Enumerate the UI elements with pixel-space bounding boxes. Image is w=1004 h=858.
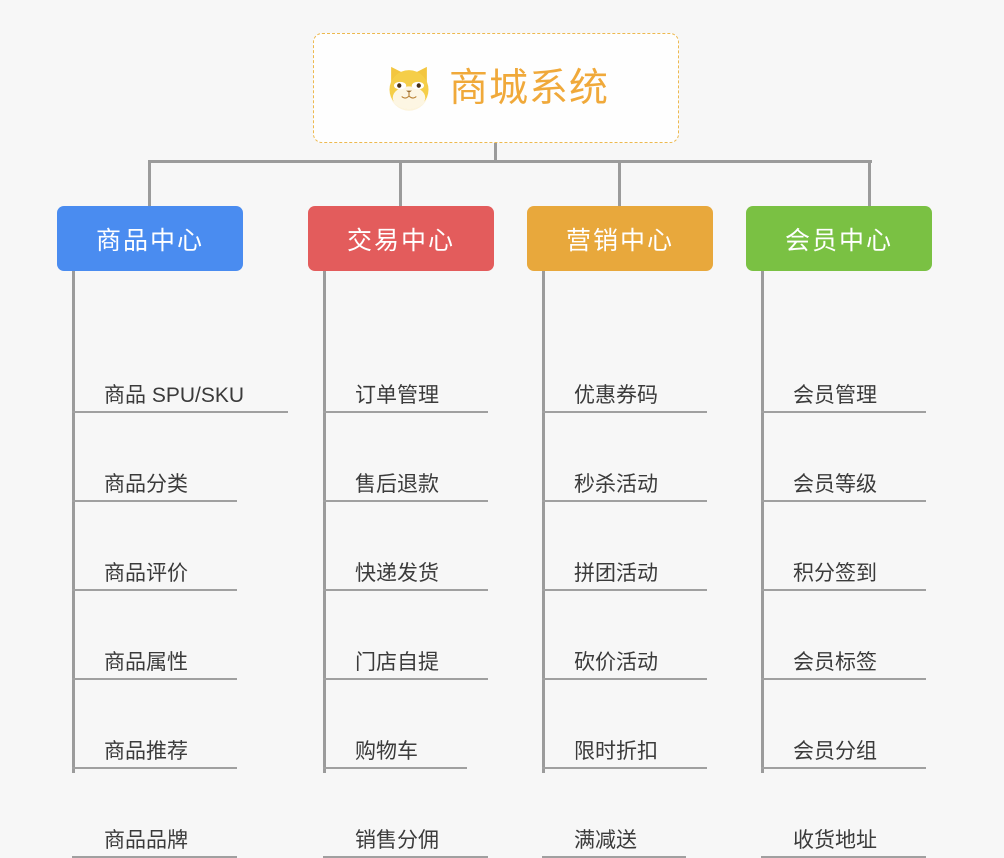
leaf-item[interactable]: 订单管理 <box>323 385 488 413</box>
leaf-label: 门店自提 <box>355 651 439 674</box>
leaf-item[interactable]: 积分签到 <box>761 563 926 591</box>
leaf-item[interactable]: 会员等级 <box>761 474 926 502</box>
branch-header-label: 商品中心 <box>95 226 204 255</box>
leaf-item[interactable]: 商品评价 <box>72 563 237 591</box>
mindmap-canvas: 商城系统 商品中心 商品 SPU/SKU 商品分类 商品评价 商品属性 商 <box>57 33 932 858</box>
leaf-label: 满减送 <box>574 829 637 852</box>
leaf-label: 商品属性 <box>104 651 188 674</box>
connector-drop-2 <box>399 160 402 206</box>
leaf-label: 购物车 <box>355 740 418 763</box>
leaf-item[interactable]: 商品推荐 <box>72 741 237 769</box>
leaf-group-member-center: 会员管理 会员等级 积分签到 会员标签 会员分组 收货地址 <box>746 271 932 858</box>
branch-trunk <box>761 271 764 773</box>
leaf-label: 会员分组 <box>793 740 877 763</box>
leaf-item[interactable]: 收货地址 <box>761 830 926 858</box>
leaf-item[interactable]: 拼团活动 <box>542 563 707 591</box>
leaf-item[interactable]: 商品 SPU/SKU <box>72 385 288 413</box>
leaf-item[interactable]: 会员标签 <box>761 652 926 680</box>
leaf-group-product-center: 商品 SPU/SKU 商品分类 商品评价 商品属性 商品推荐 商品品牌 <box>57 271 288 858</box>
root-node[interactable]: 商城系统 <box>313 33 679 143</box>
leaf-label: 会员管理 <box>793 384 877 407</box>
leaf-group-marketing-center: 优惠券码 秒杀活动 拼团活动 砍价活动 限时折扣 满减送 <box>527 271 713 858</box>
branch-header-member-center[interactable]: 会员中心 <box>746 206 932 271</box>
root-title: 商城系统 <box>448 66 609 110</box>
leaf-item[interactable]: 商品属性 <box>72 652 237 680</box>
leaf-item[interactable]: 优惠券码 <box>542 385 707 413</box>
connector-drop-1 <box>148 160 151 206</box>
leaf-label: 商品 SPU/SKU <box>104 384 245 407</box>
branch-column-marketing-center: 营销中心 优惠券码 秒杀活动 拼团活动 砍价活动 限时折扣 满减送 <box>527 206 713 858</box>
leaf-label: 优惠券码 <box>574 384 658 407</box>
leaf-item[interactable]: 秒杀活动 <box>542 474 707 502</box>
leaf-item[interactable]: 会员管理 <box>761 385 926 413</box>
leaf-label: 积分签到 <box>793 562 877 585</box>
shiba-dog-icon <box>389 66 429 111</box>
branch-header-product-center[interactable]: 商品中心 <box>57 206 243 271</box>
branch-header-trade-center[interactable]: 交易中心 <box>308 206 494 271</box>
leaf-label: 会员等级 <box>793 473 877 496</box>
branch-column-product-center: 商品中心 商品 SPU/SKU 商品分类 商品评价 商品属性 商品推荐 商品品牌 <box>57 206 288 858</box>
leaf-label: 商品分类 <box>104 473 188 496</box>
branch-trunk <box>72 271 75 773</box>
leaf-label: 订单管理 <box>355 384 439 407</box>
leaf-item[interactable]: 砍价活动 <box>542 652 707 680</box>
branch-trunk <box>542 271 545 773</box>
leaf-item[interactable]: 限时折扣 <box>542 741 707 769</box>
leaf-label: 商品品牌 <box>104 829 188 852</box>
leaf-label: 收货地址 <box>793 829 877 852</box>
leaf-label: 拼团活动 <box>574 562 658 585</box>
leaf-label: 会员标签 <box>793 651 877 674</box>
leaf-item[interactable]: 销售分佣 <box>323 830 488 858</box>
leaf-label: 销售分佣 <box>355 829 439 852</box>
branch-header-label: 会员中心 <box>784 226 893 255</box>
leaf-label: 限时折扣 <box>574 740 658 763</box>
connector-root-stem <box>494 143 497 162</box>
connector-horizontal-bus <box>148 160 872 163</box>
leaf-label: 售后退款 <box>355 473 439 496</box>
leaf-label: 商品评价 <box>104 562 188 585</box>
leaf-item[interactable]: 会员分组 <box>761 741 926 769</box>
branch-header-label: 交易中心 <box>346 226 455 255</box>
connector-drop-4 <box>868 160 871 206</box>
branch-column-member-center: 会员中心 会员管理 会员等级 积分签到 会员标签 会员分组 收货地址 <box>746 206 932 858</box>
leaf-item[interactable]: 商品品牌 <box>72 830 237 858</box>
leaf-label: 商品推荐 <box>104 740 188 763</box>
branch-column-trade-center: 交易中心 订单管理 售后退款 快递发货 门店自提 购物车 销售分佣 <box>308 206 494 858</box>
leaf-item[interactable]: 门店自提 <box>323 652 488 680</box>
leaf-group-trade-center: 订单管理 售后退款 快递发货 门店自提 购物车 销售分佣 <box>308 271 494 858</box>
leaf-item[interactable]: 满减送 <box>542 830 686 858</box>
leaf-label: 快递发货 <box>355 562 439 585</box>
leaf-item[interactable]: 快递发货 <box>323 563 488 591</box>
branch-header-label: 营销中心 <box>565 226 674 255</box>
branch-trunk <box>323 271 326 773</box>
branch-header-marketing-center[interactable]: 营销中心 <box>527 206 713 271</box>
leaf-label: 砍价活动 <box>574 651 658 674</box>
leaf-item[interactable]: 商品分类 <box>72 474 237 502</box>
connector-drop-3 <box>618 160 621 206</box>
leaf-item[interactable]: 售后退款 <box>323 474 488 502</box>
leaf-label: 秒杀活动 <box>574 473 658 496</box>
leaf-item[interactable]: 购物车 <box>323 741 467 769</box>
